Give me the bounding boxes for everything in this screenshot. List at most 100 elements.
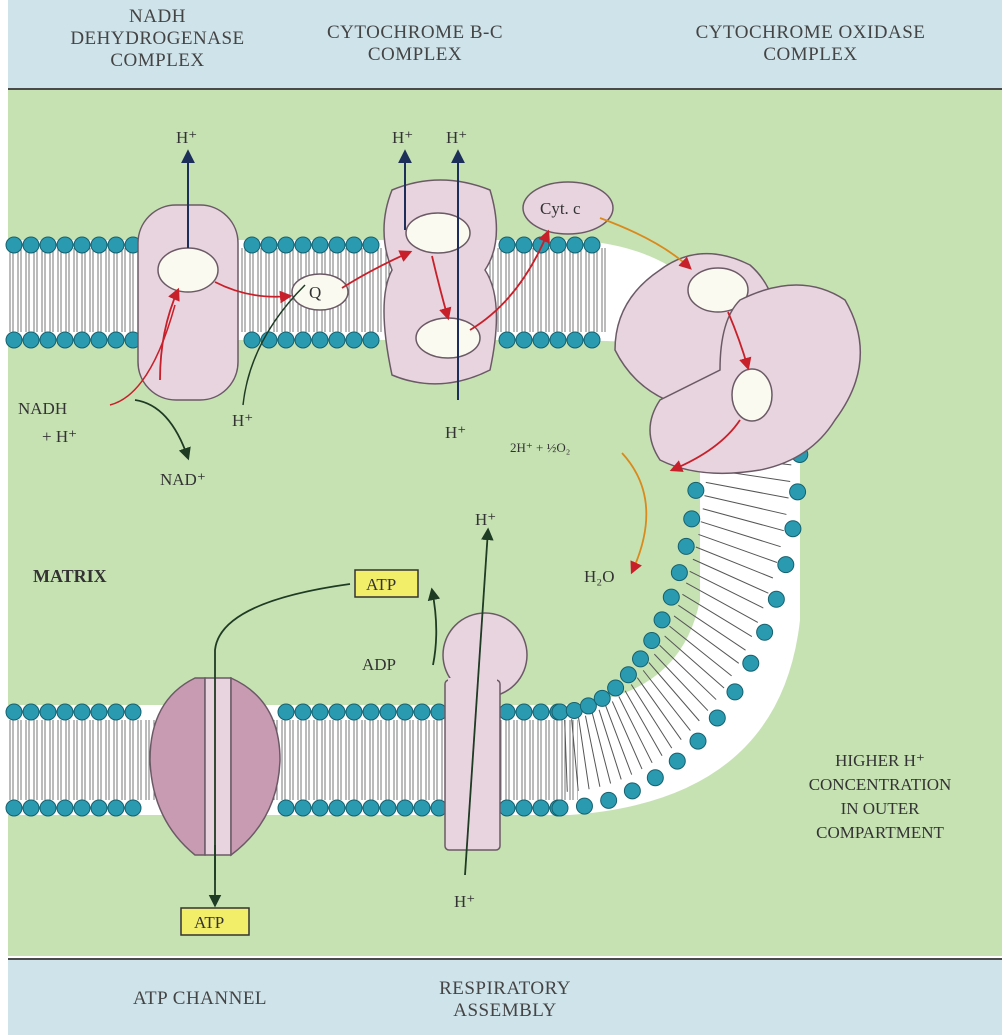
lipid-head — [363, 332, 379, 348]
lipid-head — [329, 800, 345, 816]
lipid-head — [6, 800, 22, 816]
lipid-head — [91, 237, 107, 253]
lipid-head — [329, 332, 345, 348]
lipid-head — [709, 710, 725, 726]
lipid-head — [91, 800, 107, 816]
lipid-head — [499, 237, 515, 253]
lipid-head — [40, 800, 56, 816]
lipid-head — [516, 704, 532, 720]
lipid-head — [363, 237, 379, 253]
lipid-head — [397, 800, 413, 816]
lipid-head — [346, 332, 362, 348]
lipid-head — [678, 538, 694, 554]
lipid-head — [566, 702, 582, 718]
lipid-head — [785, 521, 801, 537]
lipid-head — [397, 704, 413, 720]
lipid-head — [584, 332, 600, 348]
lipid-head — [57, 332, 73, 348]
lipid-head — [608, 680, 624, 696]
lipid-head — [312, 800, 328, 816]
lipid-head — [6, 237, 22, 253]
lipid-head — [669, 753, 685, 769]
lipid-head — [414, 800, 430, 816]
lipid-head — [533, 704, 549, 720]
lipid-head — [380, 704, 396, 720]
lipid-head — [295, 237, 311, 253]
lipid-head — [576, 798, 592, 814]
lipid-head — [601, 792, 617, 808]
lipid-head — [74, 332, 90, 348]
lipid-head — [516, 237, 532, 253]
label-h-plus-bc-left: H⁺ — [392, 128, 413, 147]
lipid-head — [567, 237, 583, 253]
lipid-head — [108, 237, 124, 253]
label-h-plus-bc-right: H⁺ — [446, 128, 467, 147]
lipid-head — [23, 237, 39, 253]
lipid-head — [57, 237, 73, 253]
svg-text:IN OUTER: IN OUTER — [841, 799, 921, 818]
label-oxygen-equation: 2H⁺ + ½O₂ — [510, 440, 570, 455]
lipid-head — [74, 800, 90, 816]
lipid-head — [567, 332, 583, 348]
lipid-head — [312, 332, 328, 348]
lipid-head — [624, 783, 640, 799]
lipid-head — [499, 800, 515, 816]
lipid-head — [727, 684, 743, 700]
upper-membrane-outer-heads — [6, 237, 600, 253]
lipid-head — [533, 800, 549, 816]
nad-output-arrow — [135, 400, 188, 458]
lipid-head — [363, 704, 379, 720]
svg-text:COMPARTMENT: COMPARTMENT — [816, 823, 944, 842]
lipid-head — [74, 704, 90, 720]
upper-membrane-inner-heads — [6, 332, 600, 348]
label-water: H₂O — [584, 567, 614, 586]
lipid-head — [278, 800, 294, 816]
label-cyt-c: Cyt. c — [540, 199, 581, 218]
lipid-head — [768, 591, 784, 607]
label-atp-bottom: ATP — [194, 913, 224, 932]
lipid-head — [57, 704, 73, 720]
atp-box-bottom: ATP — [181, 908, 249, 935]
lipid-head — [346, 237, 362, 253]
label-atp-top: ATP — [366, 575, 396, 594]
lipid-head — [550, 332, 566, 348]
lipid-head — [757, 624, 773, 640]
lipid-head — [74, 237, 90, 253]
svg-text:CONCENTRATION: CONCENTRATION — [809, 775, 952, 794]
lipid-head — [91, 332, 107, 348]
lipid-head — [108, 332, 124, 348]
lipid-head — [23, 704, 39, 720]
lipid-head — [295, 800, 311, 816]
lipid-head — [108, 800, 124, 816]
lipid-head — [688, 482, 704, 498]
lipid-head — [57, 800, 73, 816]
lipid-head — [125, 704, 141, 720]
lipid-head — [778, 557, 794, 573]
lipid-head — [278, 332, 294, 348]
lipid-head — [533, 237, 549, 253]
lipid-head — [499, 704, 515, 720]
lipid-head — [584, 237, 600, 253]
svg-text:HIGHER H⁺: HIGHER H⁺ — [835, 751, 925, 770]
lipid-head — [329, 704, 345, 720]
lipid-head — [244, 237, 260, 253]
label-h-plus-nadh: H⁺ — [176, 128, 197, 147]
label-matrix: MATRIX — [33, 566, 107, 586]
label-h-plus-q: H⁺ — [232, 411, 253, 430]
lipid-head — [380, 800, 396, 816]
label-adp: ADP — [362, 655, 396, 674]
lipid-head — [516, 332, 532, 348]
lipid-head — [6, 332, 22, 348]
label-plus-h: + H⁺ — [42, 427, 77, 446]
cytochrome-bc-protein — [384, 180, 496, 384]
lipid-head — [244, 332, 260, 348]
lipid-head — [23, 332, 39, 348]
lipid-head — [40, 332, 56, 348]
cytochrome-oxidase-protein — [615, 254, 860, 474]
lipid-head — [499, 332, 515, 348]
lipid-head — [516, 800, 532, 816]
lipid-head — [790, 484, 806, 500]
lipid-head — [671, 565, 687, 581]
lipid-head — [684, 511, 700, 527]
